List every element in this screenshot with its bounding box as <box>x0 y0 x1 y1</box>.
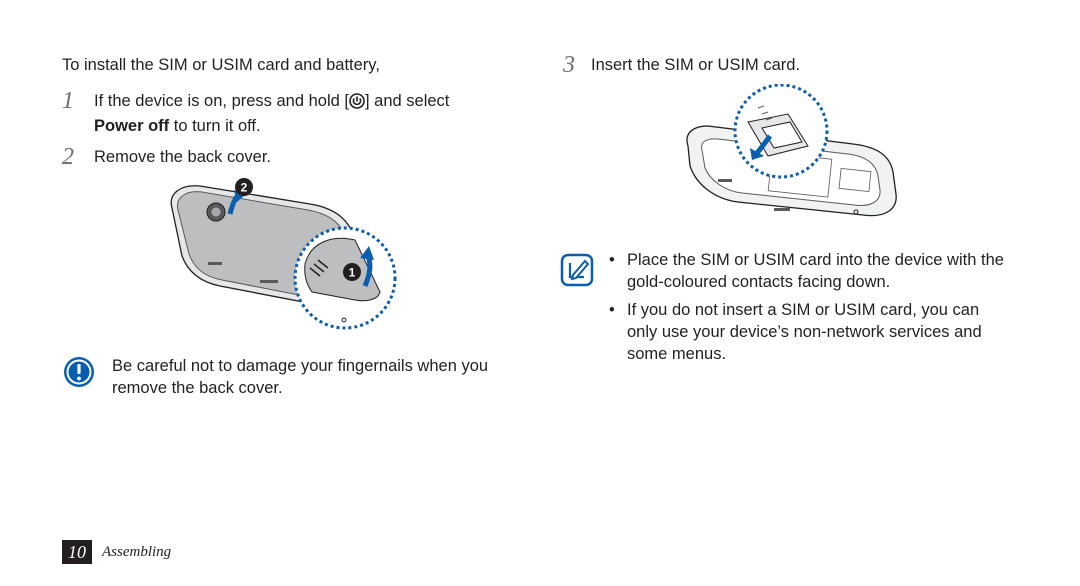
step-1-number: 1 <box>62 88 74 114</box>
note-icon <box>560 253 594 292</box>
insert-sim-illustration <box>686 84 897 217</box>
bullet-dot: • <box>609 301 615 319</box>
page-footer: 10 Assembling <box>62 540 171 564</box>
intro-text: To install the SIM or USIM card and batt… <box>62 56 380 74</box>
step-1-text: If the device is on, press and hold [ ] … <box>94 90 514 137</box>
page-number: 10 <box>62 540 92 564</box>
step-1-text-end: to turn it off. <box>169 117 261 135</box>
caution-text: Be careful not to damage your fingernail… <box>112 357 489 397</box>
power-icon <box>349 93 365 115</box>
step-2-text: Remove the back cover. <box>94 148 272 166</box>
note-item-1: • Place the SIM or USIM card into the de… <box>609 249 1009 293</box>
step-2-number: 2 <box>62 144 74 170</box>
step-1-text-after: ] and select <box>365 92 450 110</box>
step-3-text: Insert the SIM or USIM card. <box>591 56 801 74</box>
note-text-2: If you do not insert a SIM or USIM card,… <box>627 301 982 363</box>
note-text-1: Place the SIM or USIM card into the devi… <box>627 251 1004 291</box>
notes-list: • Place the SIM or USIM card into the de… <box>609 249 1009 365</box>
step-3-number: 3 <box>563 52 575 78</box>
remove-back-cover-illustration: 2 1 <box>170 178 397 330</box>
power-off-label: Power off <box>94 117 170 135</box>
step-1-text-before: If the device is on, press and hold [ <box>94 92 349 110</box>
svg-text:1: 1 <box>349 266 356 280</box>
note-item-2: • If you do not insert a SIM or USIM car… <box>609 299 1009 365</box>
section-label: Assembling <box>102 543 172 560</box>
svg-text:2: 2 <box>241 181 248 195</box>
bullet-dot: • <box>609 251 615 269</box>
caution-icon <box>62 355 96 394</box>
